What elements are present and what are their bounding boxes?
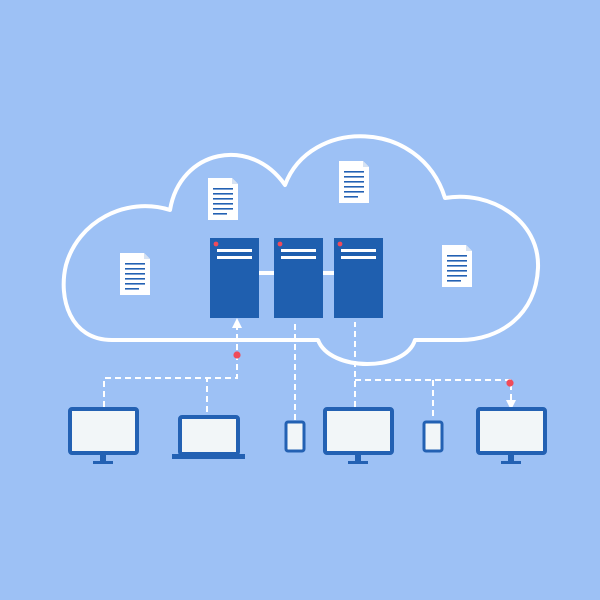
document-icon bbox=[120, 253, 150, 295]
server-link bbox=[322, 271, 336, 275]
server-led bbox=[213, 241, 219, 247]
connection-line bbox=[103, 326, 238, 407]
server-led bbox=[337, 241, 343, 247]
server-rack-icon bbox=[334, 238, 383, 318]
laptop-icon bbox=[172, 415, 245, 459]
document-icon bbox=[208, 178, 238, 220]
arrow-down-icon bbox=[506, 400, 516, 410]
server-link bbox=[258, 271, 276, 275]
document-icon bbox=[339, 161, 369, 203]
cloud-outline-icon bbox=[61, 134, 541, 366]
desktop-monitor-icon bbox=[476, 407, 547, 464]
node-dot bbox=[233, 351, 241, 359]
server-rack-icon bbox=[210, 238, 259, 318]
node-dot bbox=[506, 379, 514, 387]
server-led bbox=[277, 241, 283, 247]
document-icon bbox=[442, 245, 472, 287]
desktop-monitor-icon bbox=[323, 407, 394, 464]
desktop-monitor-icon bbox=[68, 407, 139, 464]
smartphone-icon bbox=[284, 420, 306, 453]
arrow-up-icon bbox=[232, 318, 242, 328]
smartphone-icon bbox=[422, 420, 444, 453]
server-rack-icon bbox=[274, 238, 323, 318]
